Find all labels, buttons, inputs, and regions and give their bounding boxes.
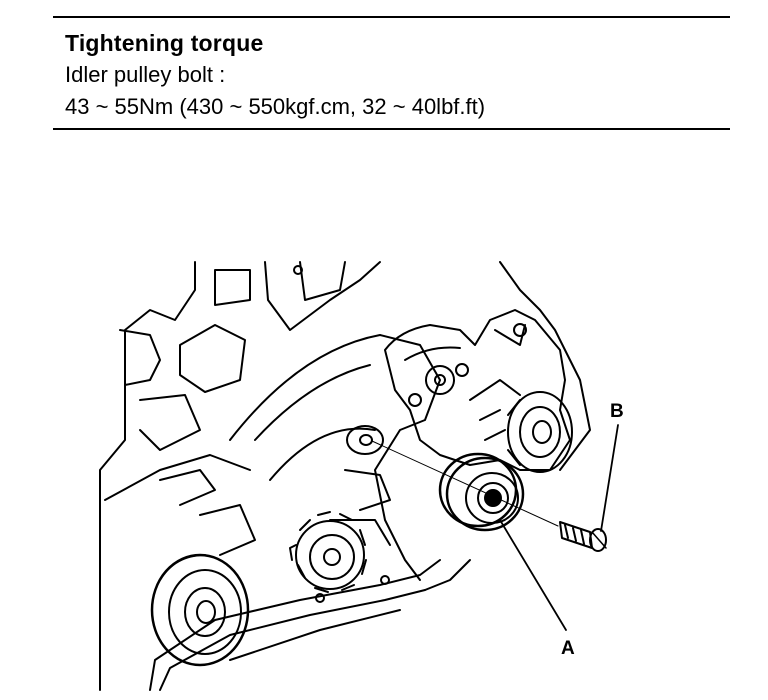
water-pump-pulley [507, 391, 573, 473]
callout-a-leader [499, 519, 567, 631]
torque-spec-box: Tightening torque Idler pulley bolt : 43… [53, 16, 730, 130]
installation-axis-line [371, 440, 559, 527]
oil-pan [149, 559, 471, 691]
idler-pulley [438, 452, 525, 532]
idler-pulley-bolt [559, 521, 607, 552]
callout-a-label: A [561, 638, 575, 659]
spec-title: Tightening torque [65, 30, 264, 56]
callout-b-leader [600, 424, 619, 532]
spec-torque-value: 43 ~ 55Nm (430 ~ 550kgf.cm, 32 ~ 40lbf.f… [65, 94, 486, 119]
spec-fastener: Idler pulley bolt : [65, 62, 226, 87]
crankshaft-sprocket [289, 511, 367, 593]
water-pump-bracket [384, 309, 571, 471]
callout-b-label: B [610, 401, 624, 422]
timing-cover [229, 334, 441, 581]
tensioner-pulley [150, 553, 250, 667]
engine-block [99, 261, 591, 691]
